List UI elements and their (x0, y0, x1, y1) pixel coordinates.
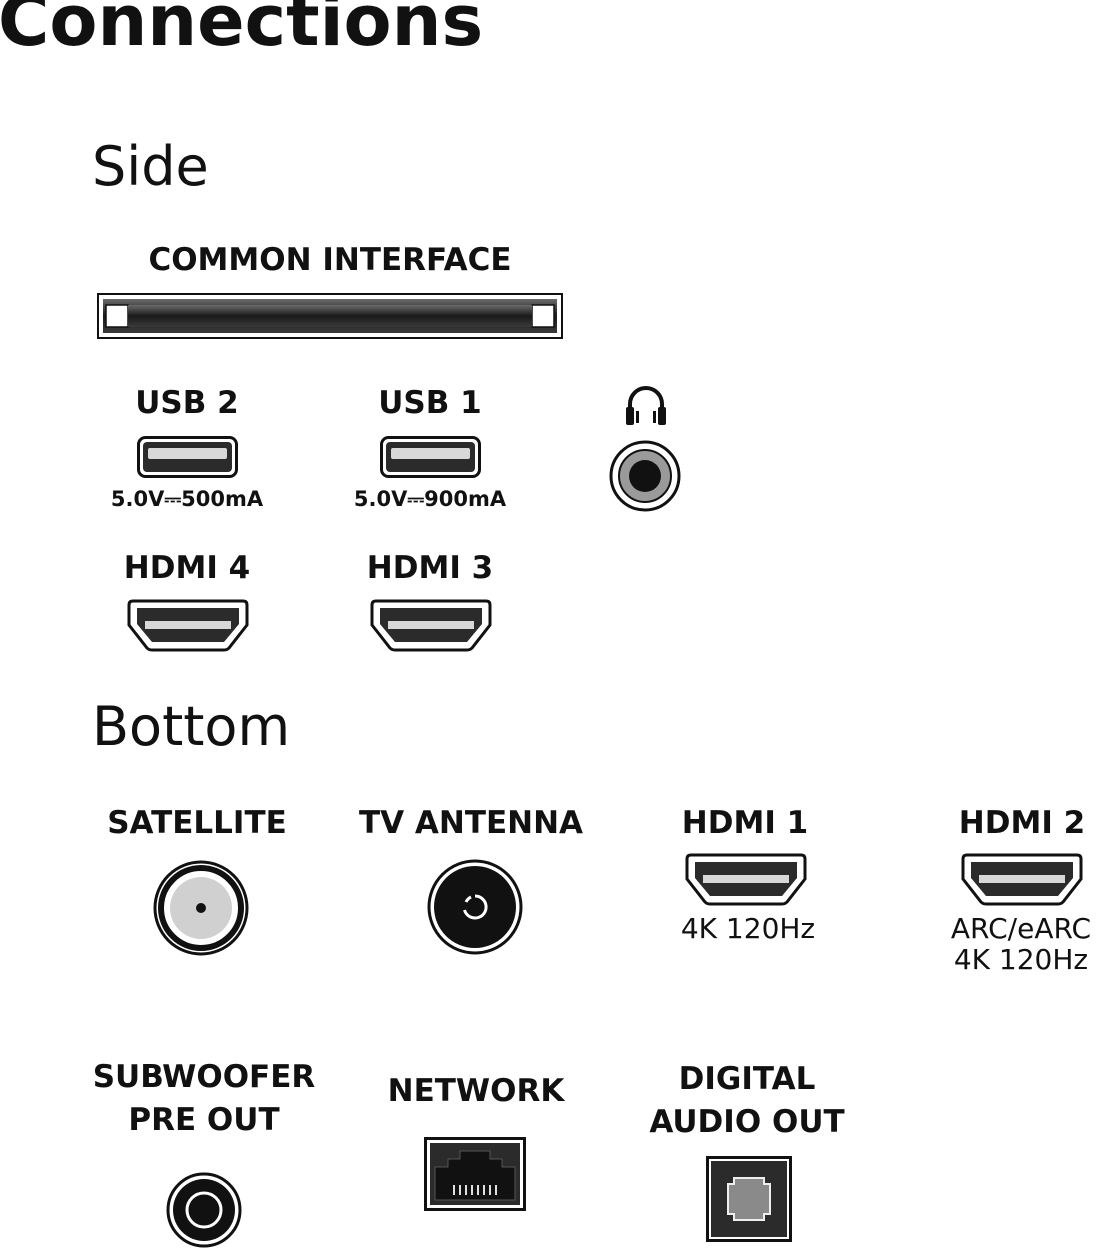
ethernet-port-icon (424, 1137, 526, 1211)
hdmi1-label: HDMI 1 (681, 805, 809, 841)
hdmi-port-icon (961, 853, 1083, 906)
hdmi2-note-line1: ARC/eARC (950, 912, 1092, 945)
hdmi2-note-line2: 4K 120Hz (953, 943, 1089, 976)
usb1-label: USB 1 (378, 385, 482, 421)
digital-audio-label: DIGITAL AUDIO OUT (649, 1058, 844, 1144)
page-title: Connections (0, 0, 484, 62)
common-interface-label: COMMON INTERFACE (148, 242, 512, 278)
usb-port-icon (137, 436, 238, 478)
subwoofer-jack-icon (166, 1172, 242, 1248)
hdmi-port-icon (685, 853, 807, 906)
usb1-spec: 5.0V⎓900mA (353, 487, 507, 511)
satellite-label: SATELLITE (107, 805, 287, 841)
common-interface-slot-icon (97, 293, 563, 339)
section-heading-side: Side (92, 135, 209, 198)
optical-port-icon (706, 1156, 792, 1242)
subwoofer-label-line2: PRE OUT (128, 1102, 280, 1138)
digital-audio-label-line2: AUDIO OUT (649, 1104, 845, 1140)
tv-antenna-label: TV ANTENNA (358, 805, 584, 841)
hdmi1-note-text: 4K 120Hz (680, 912, 816, 945)
headphones-icon (623, 382, 669, 428)
subwoofer-label-line1: SUBWOOFER (92, 1059, 316, 1095)
hdmi-port-icon (370, 599, 492, 652)
network-label: NETWORK (387, 1073, 565, 1109)
hdmi2-label: HDMI 2 (958, 805, 1086, 841)
hdmi2-note: ARC/eARC 4K 120Hz (951, 913, 1091, 975)
usb2-label: USB 2 (135, 385, 239, 421)
usb-port-icon (380, 436, 481, 478)
headphone-jack-icon (609, 440, 681, 512)
hdmi3-label: HDMI 3 (366, 550, 494, 586)
satellite-connector-icon (152, 859, 250, 957)
antenna-connector-icon (426, 858, 524, 956)
hdmi1-note: 4K 120Hz (681, 913, 815, 944)
subwoofer-label: SUBWOOFER PRE OUT (93, 1056, 316, 1142)
usb2-spec: 5.0V⎓500mA (110, 487, 264, 511)
section-heading-bottom: Bottom (92, 695, 291, 758)
digital-audio-label-line1: DIGITAL (678, 1061, 816, 1097)
hdmi-port-icon (127, 599, 249, 652)
hdmi4-label: HDMI 4 (123, 550, 251, 586)
